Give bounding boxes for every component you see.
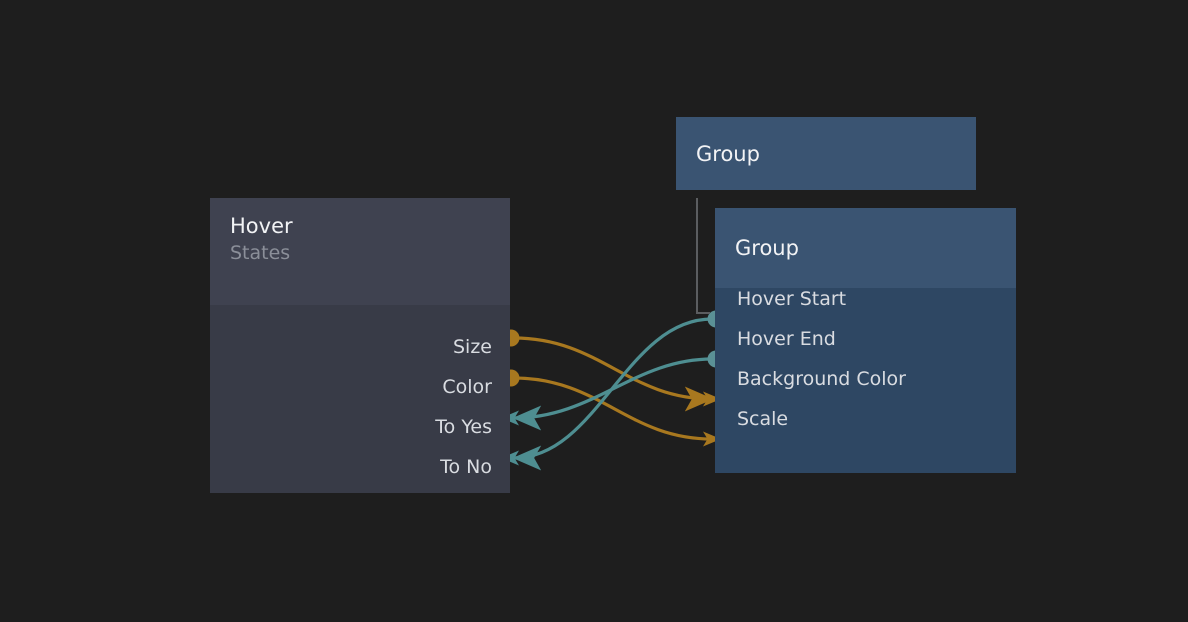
node-group-child-header[interactable]: Group — [715, 208, 1016, 288]
port-label-hover-start: Hover Start — [737, 288, 847, 310]
node-hover-states-subtitle: States — [230, 242, 291, 264]
port-label-size: Size — [452, 336, 492, 358]
port-row-color[interactable]: Color — [442, 374, 492, 400]
link-color-to-scale — [513, 376, 713, 441]
node-group-child[interactable]: Group Hover Start Hover End Background C… — [715, 208, 1016, 473]
node-group-child-title: Group — [735, 236, 799, 260]
port-row-to-no[interactable]: To No — [440, 454, 492, 480]
port-row-hover-start[interactable]: Hover Start — [737, 286, 846, 312]
port-row-hover-end[interactable]: Hover End — [737, 326, 836, 352]
port-label-color: Color — [442, 376, 492, 398]
node-hover-states-header[interactable]: Hover States — [210, 198, 510, 305]
link-hover-start-to-to-no — [512, 317, 713, 471]
node-group-parent-header[interactable]: Group — [676, 117, 976, 190]
port-row-scale[interactable]: Scale — [737, 406, 788, 432]
port-label-to-no: To No — [440, 456, 492, 478]
port-label-hover-end: Hover End — [737, 328, 836, 350]
link-size-to-background-color — [513, 336, 714, 412]
node-hover-states[interactable]: Hover States Size Color To Yes To No — [210, 198, 510, 493]
node-group-parent-title: Group — [696, 141, 760, 166]
port-row-to-yes[interactable]: To Yes — [435, 414, 492, 440]
node-hover-states-body: Size Color To Yes To No — [210, 305, 510, 493]
port-row-size[interactable]: Size — [453, 334, 492, 360]
port-label-to-yes: To Yes — [435, 416, 492, 438]
port-row-background-color[interactable]: Background Color — [737, 366, 906, 392]
port-label-scale: Scale — [737, 408, 789, 430]
link-hover-end-to-to-yes — [512, 357, 713, 431]
node-group-parent[interactable]: Group — [676, 117, 976, 190]
group-hierarchy-bracket — [696, 198, 710, 314]
port-label-background-color: Background Color — [737, 368, 906, 390]
node-hover-states-title: Hover — [230, 214, 293, 238]
node-group-child-body: Hover Start Hover End Background Color S… — [715, 288, 1016, 473]
